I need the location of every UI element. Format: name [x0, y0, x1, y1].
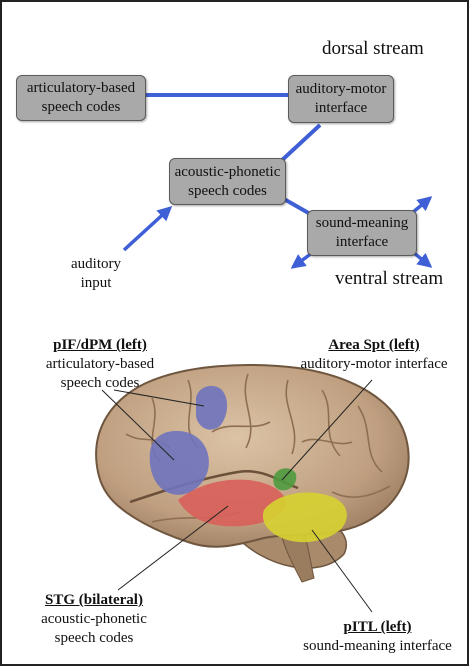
- input-label-line: input: [80, 275, 112, 291]
- node-line: interface: [314, 100, 368, 116]
- node-line: speech codes: [188, 182, 267, 199]
- region-spt: [273, 468, 297, 491]
- node-line: interface: [335, 234, 389, 250]
- region-description: speech codes: [60, 375, 140, 391]
- node-sound-meaning-interface: sound-meaning interface: [307, 210, 417, 256]
- leader-stg: [117, 505, 229, 591]
- node-line: speech codes: [41, 99, 121, 115]
- annotation-stg: STG (bilateral) acoustic-phonetic speech…: [24, 591, 164, 648]
- leader-pitl: [311, 529, 373, 613]
- ventral-arrow-left: [290, 251, 314, 269]
- region-description: speech codes: [54, 630, 134, 646]
- node-articulatory-speech-codes: articulatory-based speech codes: [16, 75, 146, 121]
- node-line: articulatory-based: [26, 80, 136, 96]
- region-heading: pITL (left): [343, 619, 412, 635]
- region-heading: STG (bilateral): [45, 592, 143, 608]
- leader-pif-1: [101, 389, 175, 461]
- region-pif-dorsal: [196, 385, 228, 430]
- leader-pif-2: [113, 389, 205, 407]
- input-label-line: auditory: [71, 256, 121, 272]
- node-line: acoustic-phonetic: [174, 163, 281, 180]
- annotation-pitl: pITL (left) sound-meaning interface: [290, 618, 465, 656]
- region-pitl: [262, 492, 347, 543]
- region-description: sound-meaning interface: [303, 638, 452, 654]
- region-stg: [178, 479, 287, 527]
- region-heading: pIF/dPM (left): [53, 337, 147, 353]
- region-pif-ventral: [149, 430, 209, 495]
- dorsal-stream-label: dorsal stream: [322, 38, 424, 59]
- annotation-pif-dpm: pIF/dPM (left) articulatory-based speech…: [20, 336, 180, 393]
- node-line: sound-meaning: [315, 215, 409, 231]
- ventral-arrow-right: [412, 251, 433, 268]
- leader-spt: [281, 379, 373, 481]
- region-description: acoustic-phonetic: [41, 611, 147, 627]
- ventral-arrow-up: [410, 196, 433, 215]
- region-description: auditory-motor interface: [300, 356, 448, 372]
- ventral-stream-label: ventral stream: [335, 268, 444, 289]
- node-auditory-motor-interface: auditory-motor interface: [288, 75, 394, 123]
- region-description: articulatory-based: [45, 356, 155, 372]
- node-acoustic-phonetic-speech-codes: acoustic-phonetic speech codes: [169, 158, 286, 205]
- brain-illustration: [95, 364, 410, 583]
- connector-motor-to-acoustic: [278, 123, 322, 164]
- node-line: auditory-motor: [295, 81, 387, 97]
- auditory-input-label: auditory input: [56, 255, 136, 293]
- auditory-input-arrow: [122, 206, 173, 252]
- annotation-area-spt: Area Spt (left) auditory-motor interface: [284, 336, 464, 374]
- region-heading: Area Spt (left): [328, 337, 420, 353]
